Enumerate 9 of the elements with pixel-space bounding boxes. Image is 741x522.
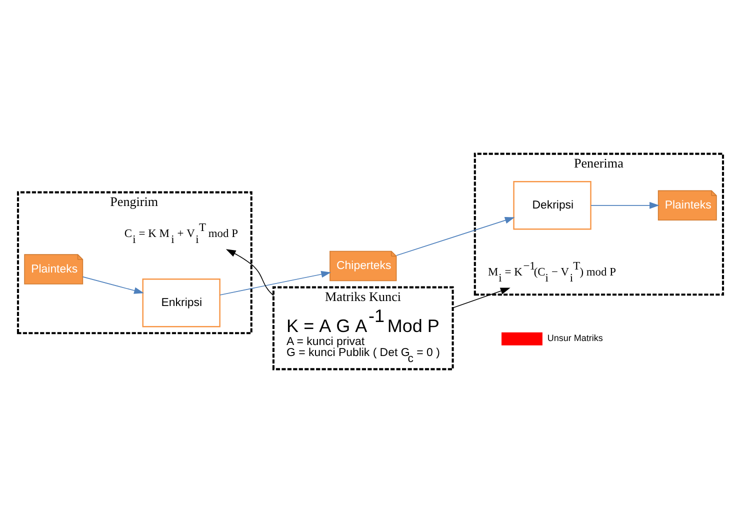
node-box: Enkripsi — [142, 278, 220, 327]
arrow — [590, 201, 660, 208]
arrow — [226, 248, 274, 296]
legend-label: Unsur Matriks — [547, 332, 603, 343]
arrow — [396, 216, 515, 256]
arrow — [452, 287, 510, 308]
arrow — [82, 276, 144, 294]
arrow — [220, 270, 332, 295]
node-box: Dekripsi — [513, 180, 592, 230]
